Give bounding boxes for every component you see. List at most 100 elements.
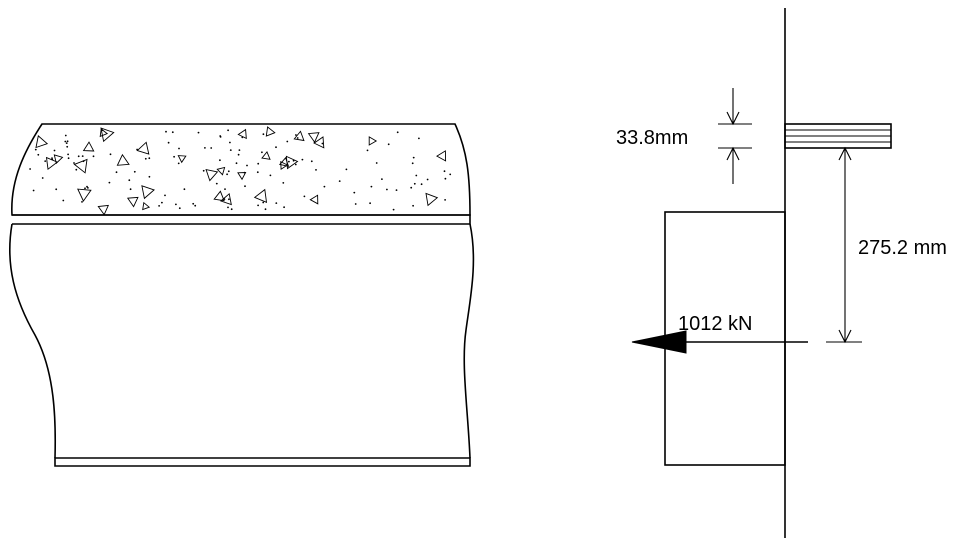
tension-force-arrow <box>631 330 808 354</box>
slab-thickness-label: 33.8mm <box>616 127 688 149</box>
aggregate-grain <box>338 180 341 183</box>
aggregate-grain <box>275 202 278 205</box>
force-diagram: 33.8mm 275.2 mm 1012 kN <box>616 8 947 538</box>
aggregate-grain <box>354 203 357 205</box>
aggregate-grain <box>204 147 206 149</box>
aggregate-grain <box>237 153 240 156</box>
steel-bottom-flange <box>54 457 471 467</box>
aggregate-grain <box>219 159 221 162</box>
aggregate-grain <box>227 206 229 209</box>
aggregate-grain <box>241 136 244 139</box>
aggregate-grain <box>310 160 313 163</box>
aggregate-stone <box>73 158 88 174</box>
aggregate-grain <box>202 169 205 172</box>
aggregate-grain <box>386 188 388 191</box>
aggregate-grain <box>449 173 452 176</box>
slab-thickness-dimension <box>718 88 752 184</box>
aggregate-stone <box>205 169 219 182</box>
aggregate-grain <box>392 208 395 211</box>
aggregate-grain <box>418 137 420 140</box>
aggregate-stone <box>436 150 447 162</box>
aggregate-grain <box>246 164 248 167</box>
aggregate-grain <box>443 170 446 173</box>
aggregate-grain <box>51 157 53 160</box>
aggregate-grain <box>243 171 246 174</box>
aggregate-grain <box>412 156 415 159</box>
aggregate-grain <box>108 181 111 184</box>
aggregate-grain <box>164 194 166 197</box>
aggregate-grain <box>215 182 218 185</box>
aggregate-stone <box>77 188 92 202</box>
steel-top-flange <box>12 214 471 225</box>
aggregate-grain <box>375 162 378 164</box>
aggregate-grain <box>144 157 147 160</box>
aggregate-grain <box>64 140 67 143</box>
aggregate-grain <box>396 131 399 134</box>
aggregate-grain <box>44 160 47 163</box>
aggregate-grain <box>296 137 299 139</box>
aggregate-grain <box>171 131 174 134</box>
aggregate-grain <box>148 175 151 178</box>
aggregate-grain <box>86 185 88 188</box>
aggregate-stone <box>100 127 115 143</box>
aggregate-stone <box>126 196 139 208</box>
aggregate-stone <box>97 204 110 216</box>
aggregate-grain <box>321 142 324 145</box>
aggregate-stone <box>136 141 150 155</box>
aggregate-grain <box>178 207 181 210</box>
aggregate-grain <box>264 208 267 211</box>
aggregate-grain <box>235 162 238 165</box>
aggregate-grain <box>444 177 447 180</box>
aggregate-grain <box>81 155 84 158</box>
aggregate-grain <box>34 148 37 151</box>
aggregate-grain <box>115 171 118 174</box>
aggregate-grain <box>269 174 272 177</box>
aggregate-grain <box>238 149 241 152</box>
aggregate-grain <box>295 134 297 136</box>
aggregate-grain <box>288 160 290 163</box>
aggregate-grain <box>229 149 232 152</box>
lever-arm-dimension <box>826 146 862 344</box>
aggregate-grain <box>177 162 180 165</box>
aggregate-grain <box>257 162 260 165</box>
aggregate-grain <box>224 188 226 191</box>
aggregate-grain <box>303 195 306 198</box>
aggregate-stone <box>293 130 305 142</box>
aggregate-stone <box>216 166 226 176</box>
aggregate-grain <box>77 155 80 158</box>
aggregate-grain <box>165 130 167 133</box>
aggregate-grain <box>345 168 348 171</box>
aggregate-stone <box>142 201 151 211</box>
aggregate-stone <box>53 154 64 165</box>
aggregate-stone <box>307 132 320 143</box>
aggregate-grain <box>381 178 383 181</box>
aggregate-grain <box>366 149 369 152</box>
aggregate-stone <box>237 172 247 181</box>
aggregate-grain <box>229 141 231 144</box>
aggregate-grain <box>136 148 139 151</box>
aggregate-grain <box>148 157 151 160</box>
aggregate-grain <box>301 158 304 161</box>
aggregate-grain <box>55 188 58 191</box>
aggregate-grain <box>66 140 69 143</box>
aggregate-stone <box>265 126 276 137</box>
aggregate-stone <box>213 190 225 202</box>
aggregate-grain <box>192 202 195 205</box>
aggregate-grain <box>227 170 230 173</box>
aggregate-stone <box>220 192 232 206</box>
composite-beam-section <box>9 123 475 467</box>
aggregate-grain <box>410 186 413 189</box>
aggregate-grain <box>412 204 414 207</box>
aggregate-stone <box>368 136 378 146</box>
aggregate-grain <box>230 208 233 211</box>
aggregate-grain <box>109 153 112 156</box>
aggregate-grain <box>369 202 371 205</box>
aggregate-grain <box>75 168 78 171</box>
aggregate-stone <box>261 151 271 160</box>
aggregate-grain <box>219 136 222 138</box>
aggregate-grain <box>64 134 67 137</box>
aggregate-grain <box>37 153 40 156</box>
steel-beam-right-break <box>463 223 475 459</box>
aggregate-grain <box>128 179 131 182</box>
